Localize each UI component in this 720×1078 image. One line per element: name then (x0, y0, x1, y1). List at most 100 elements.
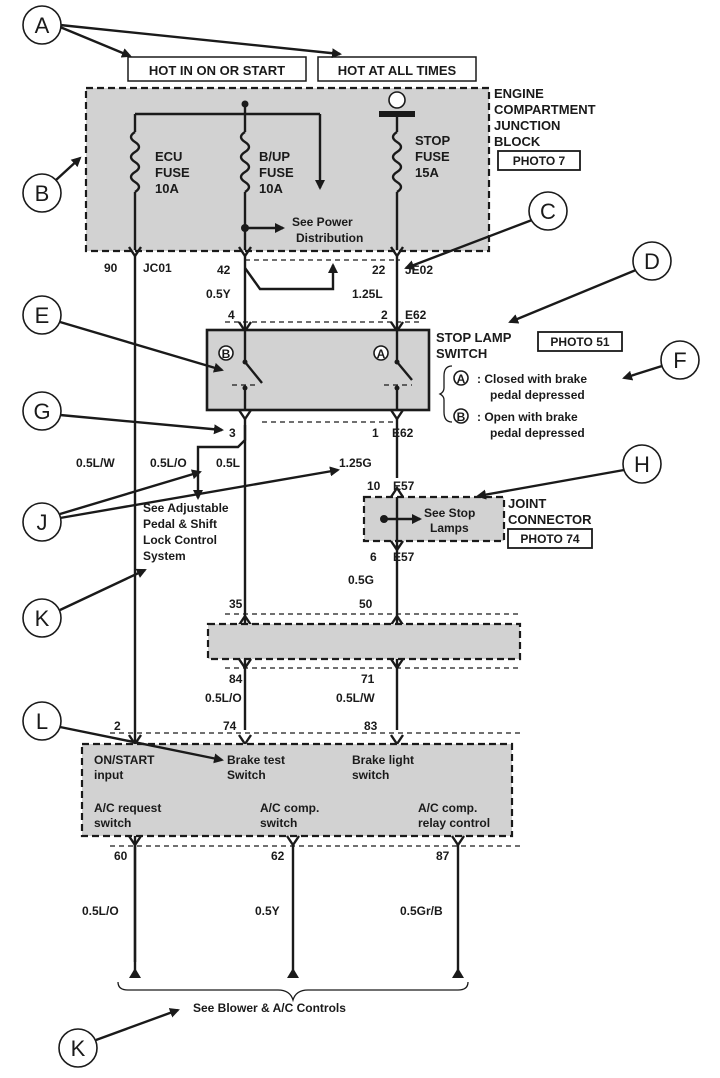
callout-k2-arrow (95, 1008, 180, 1042)
jc-name-1: JOINT (508, 496, 546, 511)
legend-b-letter: B (457, 410, 466, 424)
control-module (80, 742, 514, 838)
fuse2-name: B/UP (259, 149, 290, 164)
module-ac-relay-2: relay control (418, 816, 490, 830)
battery-terminal-icon (388, 91, 406, 109)
wire-0.5y-c: 0.5Y (255, 904, 280, 918)
callout-c (528, 191, 568, 231)
module-ac-relay-1: A/C comp. (418, 801, 477, 815)
sls-name-2: SWITCH (436, 346, 487, 361)
module-in-arrow-74 (238, 734, 252, 747)
module-ac-comp-1: A/C comp. (260, 801, 319, 815)
legend-a-line2: pedal depressed (490, 388, 585, 402)
pin-2: 2 (381, 308, 388, 322)
callout-g-letter: G (33, 399, 50, 424)
fuse3-rating: 15A (415, 165, 439, 180)
hot-all-times-label: HOT AT ALL TIMES (338, 63, 457, 78)
callout-j-arrow2 (59, 466, 340, 520)
callout-g (22, 391, 62, 431)
callout-e (22, 295, 62, 335)
pin-84: 84 (229, 672, 243, 686)
module-on-start-1: ON/START (94, 753, 155, 767)
fuse2-icon (239, 130, 251, 194)
adj-line3: Lock Control (143, 533, 217, 547)
jc-in-arrow (390, 485, 404, 498)
fuse3-icon (391, 130, 403, 194)
callout-e-letter: E (35, 303, 50, 328)
callout-k2-letter: K (71, 1036, 86, 1061)
pin-90: 90 (104, 261, 118, 275)
inline-connector (206, 622, 522, 661)
module-in-arrow-83 (390, 734, 404, 747)
fuse2-word: FUSE (259, 165, 294, 180)
callout-l-letter: L (36, 709, 48, 734)
callout-g-arrow (59, 413, 224, 435)
module-ac-request-2: switch (94, 816, 131, 830)
hot-on-start-label: HOT IN ON OR START (149, 63, 285, 78)
adj-line4: System (143, 549, 186, 563)
adj-line1: See Adjustable (143, 501, 229, 515)
connector-e62-bottom: E62 (392, 426, 414, 440)
fuse1-name: ECU (155, 149, 182, 164)
pin-6: 6 (370, 550, 377, 564)
photo51-label: PHOTO 51 (550, 335, 609, 349)
term-arrow-87 (452, 968, 464, 978)
pin-42: 42 (217, 263, 231, 277)
photo7-frame (497, 150, 581, 171)
switch-out-arrow-3 (238, 409, 252, 422)
bottom-brace (117, 981, 469, 1003)
callout-k1-arrow (59, 568, 147, 612)
pin-10: 10 (367, 479, 381, 493)
module-on-start-2: input (94, 768, 123, 782)
pin-60: 60 (114, 849, 128, 863)
callout-k1 (22, 598, 62, 638)
wire-1.25g: 1.25G (339, 456, 372, 470)
see-stop-line2: Lamps (430, 521, 469, 535)
legend-a-marker (453, 370, 469, 386)
see-power-line2: Distribution (296, 231, 363, 245)
pin-50: 50 (359, 597, 373, 611)
pin-3: 3 (229, 426, 236, 440)
callout-f (660, 340, 700, 380)
fuse2-rating: 10A (259, 181, 283, 196)
hot-all-times-frame (317, 56, 477, 82)
module-out-arrow-62 (286, 835, 300, 848)
callout-h (622, 444, 662, 484)
wire-0.5l-w-b: 0.5L/W (336, 691, 375, 705)
photo74-frame (507, 528, 593, 549)
switch-a-blade (396, 361, 413, 381)
term-arrow-60 (129, 968, 141, 978)
switch-b-letter: B (222, 347, 231, 361)
wire-0.5l-o-b: 0.5L/O (205, 691, 242, 705)
callout-a (22, 5, 62, 45)
callout-f-arrow (622, 364, 663, 381)
switch-b-marker (218, 345, 234, 361)
wire-1.25l: 1.25L (352, 287, 383, 301)
wire-0.5l-o-c: 0.5L/O (82, 904, 119, 918)
pin-83: 83 (364, 719, 378, 733)
fuse1-icon (129, 130, 141, 194)
legend-brace (438, 365, 453, 423)
connector-e62-top: E62 (405, 308, 427, 322)
fuse2-feed-dot (241, 100, 249, 108)
callout-j (22, 502, 62, 542)
legend-a-letter: A (457, 372, 466, 386)
legend-b-line2: pedal depressed (490, 426, 585, 440)
switch-a-letter: A (377, 347, 386, 361)
callout-b-arrow (55, 156, 82, 181)
module-brake-test-2: Switch (227, 768, 266, 782)
jc-name-2: CONNECTOR (508, 512, 592, 527)
connector-je02: JE02 (405, 263, 433, 277)
callout-j-letter: J (37, 510, 48, 535)
callout-c-letter: C (540, 199, 556, 224)
callout-l-arrow (59, 725, 224, 764)
fuse1-rating: 10A (155, 181, 179, 196)
adj-line2: Pedal & Shift (143, 517, 217, 531)
pin-2-module: 2 (114, 719, 121, 733)
hot-on-start-frame (127, 56, 307, 82)
callout-f-letter: F (673, 348, 686, 373)
pin-87: 87 (436, 849, 450, 863)
callout-a-arrow1 (59, 25, 132, 58)
stop-lamp-switch (205, 328, 431, 412)
inline-in-arrow-50 (390, 613, 404, 626)
